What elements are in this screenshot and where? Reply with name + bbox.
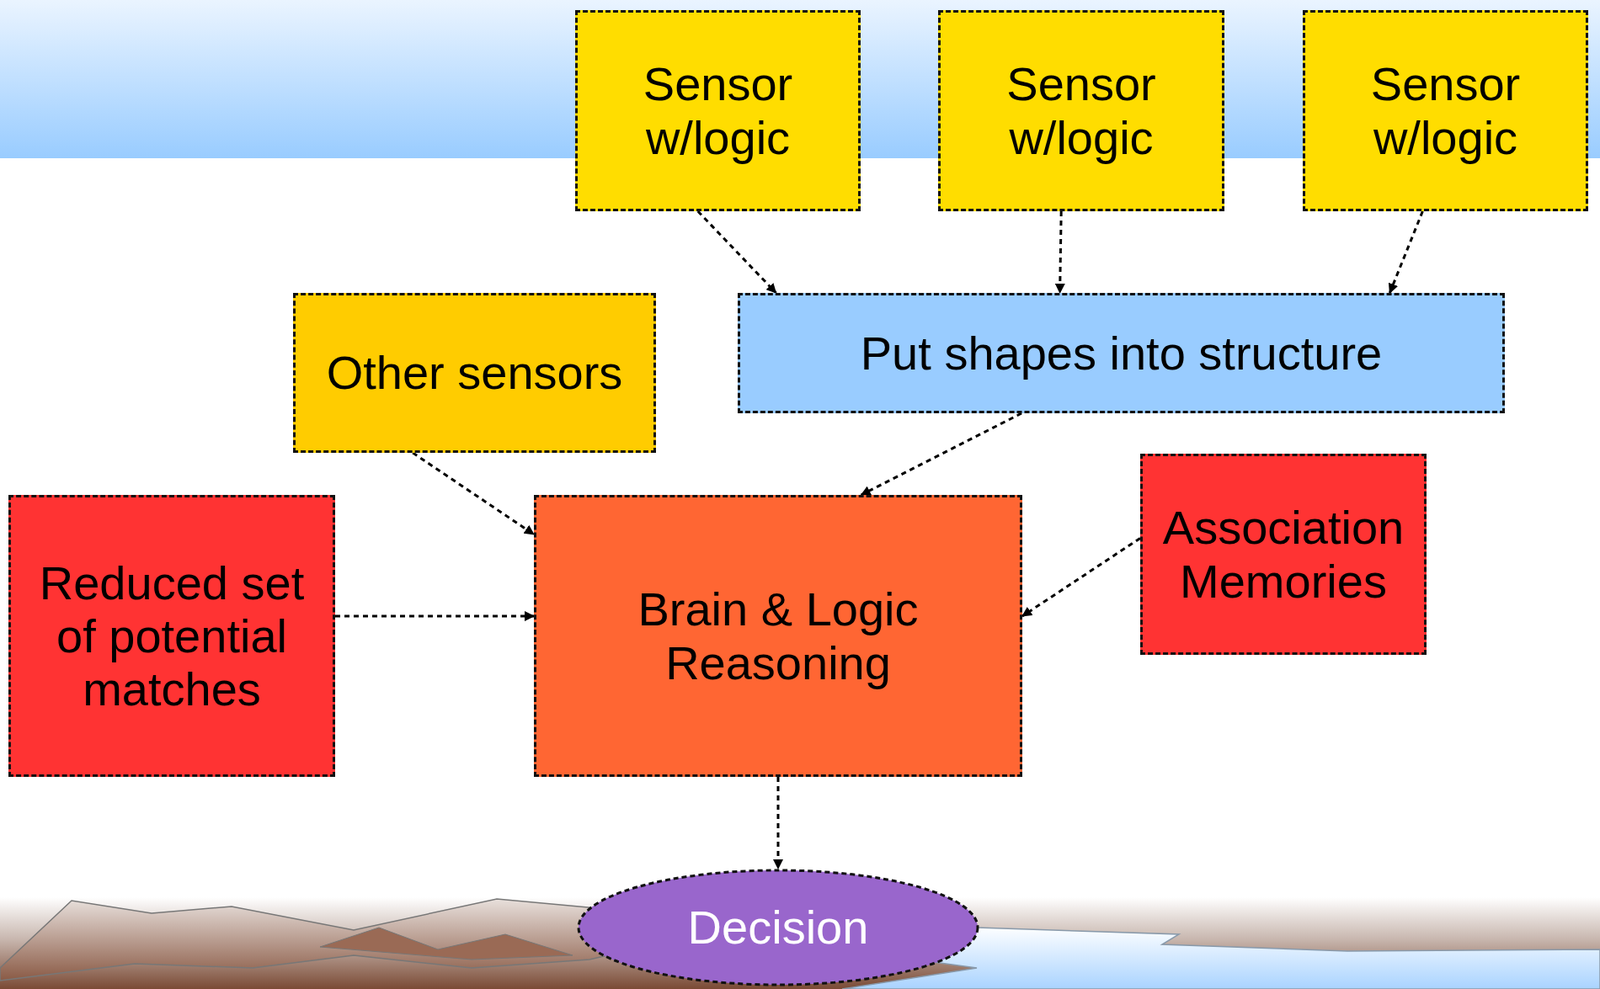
sensor-box: Other sensors (293, 293, 656, 454)
dashed-arrow (861, 413, 1022, 496)
node-label: Sensor w/logic (581, 57, 854, 165)
dashed-arrow (1060, 211, 1062, 294)
node-label: Reduced set of potential matches (15, 556, 329, 717)
dashed-arrow (777, 777, 780, 870)
dashed-arrow (1022, 538, 1141, 617)
node-label: Association Memories (1146, 501, 1420, 608)
node-label: Sensor w/logic (1309, 57, 1582, 165)
dashed-arrow (335, 615, 534, 619)
process-box: Put shapes into structure (737, 293, 1505, 414)
sensor-box: Sensor w/logic (575, 10, 861, 212)
data-box: Reduced set of potential matches (8, 495, 336, 778)
dashed-arrow (1389, 211, 1423, 294)
node-label: Put shapes into structure (860, 326, 1382, 380)
sensor-box: Sensor w/logic (1302, 10, 1589, 212)
decision-ellipse: Decision (576, 869, 980, 987)
node-label: Other sensors (326, 346, 624, 400)
data-box: Association Memories (1140, 453, 1427, 656)
mountains (320, 928, 573, 960)
node-label: Brain & Logic Reasoning (540, 582, 1016, 690)
dashed-arrow (698, 211, 777, 294)
sensor-box: Sensor w/logic (938, 10, 1225, 212)
dashed-arrow (412, 453, 534, 535)
node-label: Sensor w/logic (944, 57, 1218, 165)
process-box: Brain & Logic Reasoning (533, 495, 1023, 778)
node-label: Decision (688, 901, 870, 955)
